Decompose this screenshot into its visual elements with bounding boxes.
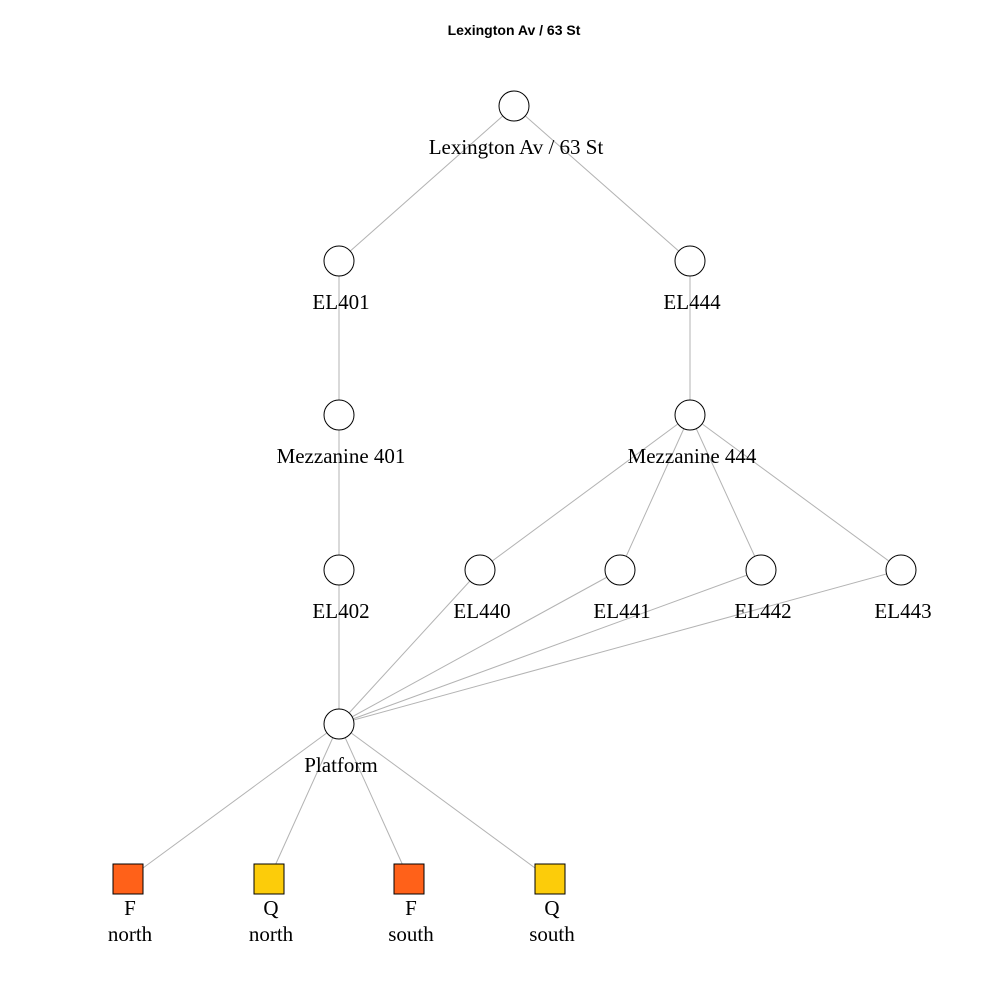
node-label: EL443: [874, 599, 931, 623]
node-el441: EL441: [593, 554, 651, 623]
edge-el443-platform: [338, 569, 902, 725]
node-label: F: [405, 896, 417, 920]
node-el440: EL440: [453, 554, 511, 623]
node-el401: EL401: [312, 245, 370, 314]
node-square-marker: [253, 863, 285, 895]
node-circle-marker: [323, 708, 355, 740]
node-square-marker: [534, 863, 566, 895]
node-el444: EL444: [663, 245, 721, 314]
edges-layer: [127, 105, 902, 880]
node-el443: EL443: [874, 554, 932, 623]
edge-mezz444-el441: [619, 414, 691, 571]
node-square-marker: [112, 863, 144, 895]
edge-platform-q_south: [338, 723, 551, 880]
nodes-layer: Lexington Av / 63 St EL401 EL444Mezzanine …: [108, 90, 932, 946]
node-circle-marker: [323, 554, 355, 586]
edge-platform-f_south: [338, 723, 410, 880]
node-el442: EL442: [734, 554, 792, 623]
node-platform: Platform: [304, 708, 378, 777]
node-circle-marker: [323, 399, 355, 431]
node-label: north: [108, 922, 153, 946]
edge-mezz444-el442: [689, 414, 762, 571]
node-circle-marker: [604, 554, 636, 586]
node-label: EL441: [593, 599, 650, 623]
node-circle-marker: [498, 90, 530, 122]
edge-platform-q_north: [268, 723, 340, 880]
node-label: F: [124, 896, 136, 920]
node-label: south: [388, 922, 434, 946]
node-station: Lexington Av / 63 St: [429, 90, 604, 159]
node-label: north: [249, 922, 294, 946]
node-circle-marker: [464, 554, 496, 586]
node-label: EL440: [453, 599, 510, 623]
node-el402: EL402: [312, 554, 370, 623]
edge-station-el444: [513, 105, 691, 262]
node-circle-marker: [674, 245, 706, 277]
node-label: south: [529, 922, 575, 946]
node-label: EL402: [312, 599, 369, 623]
edge-mezz444-el440: [479, 414, 691, 571]
diagram-title: Lexington Av / 63 St: [448, 22, 581, 38]
node-circle-marker: [674, 399, 706, 431]
edge-station-el401: [338, 105, 515, 262]
node-label: Mezzanine 401: [277, 444, 406, 468]
node-circle-marker: [745, 554, 777, 586]
node-label: EL442: [734, 599, 791, 623]
edge-platform-f_north: [127, 723, 340, 880]
node-label: Q: [544, 896, 559, 920]
node-label: Lexington Av / 63 St: [429, 135, 604, 159]
node-label: Platform: [304, 753, 378, 777]
node-mezz401: Mezzanine 401: [277, 399, 406, 468]
node-label: Q: [263, 896, 278, 920]
node-label: Mezzanine 444: [628, 444, 757, 468]
edge-el441-platform: [338, 569, 621, 725]
node-circle-marker: [885, 554, 917, 586]
edge-el440-platform: [338, 569, 481, 725]
edge-el442-platform: [338, 569, 762, 725]
node-label: EL444: [663, 290, 721, 314]
node-mezz444: Mezzanine 444: [628, 399, 757, 468]
node-label: EL401: [312, 290, 369, 314]
node-square-marker: [393, 863, 425, 895]
node-circle-marker: [323, 245, 355, 277]
edge-mezz444-el443: [689, 414, 902, 571]
